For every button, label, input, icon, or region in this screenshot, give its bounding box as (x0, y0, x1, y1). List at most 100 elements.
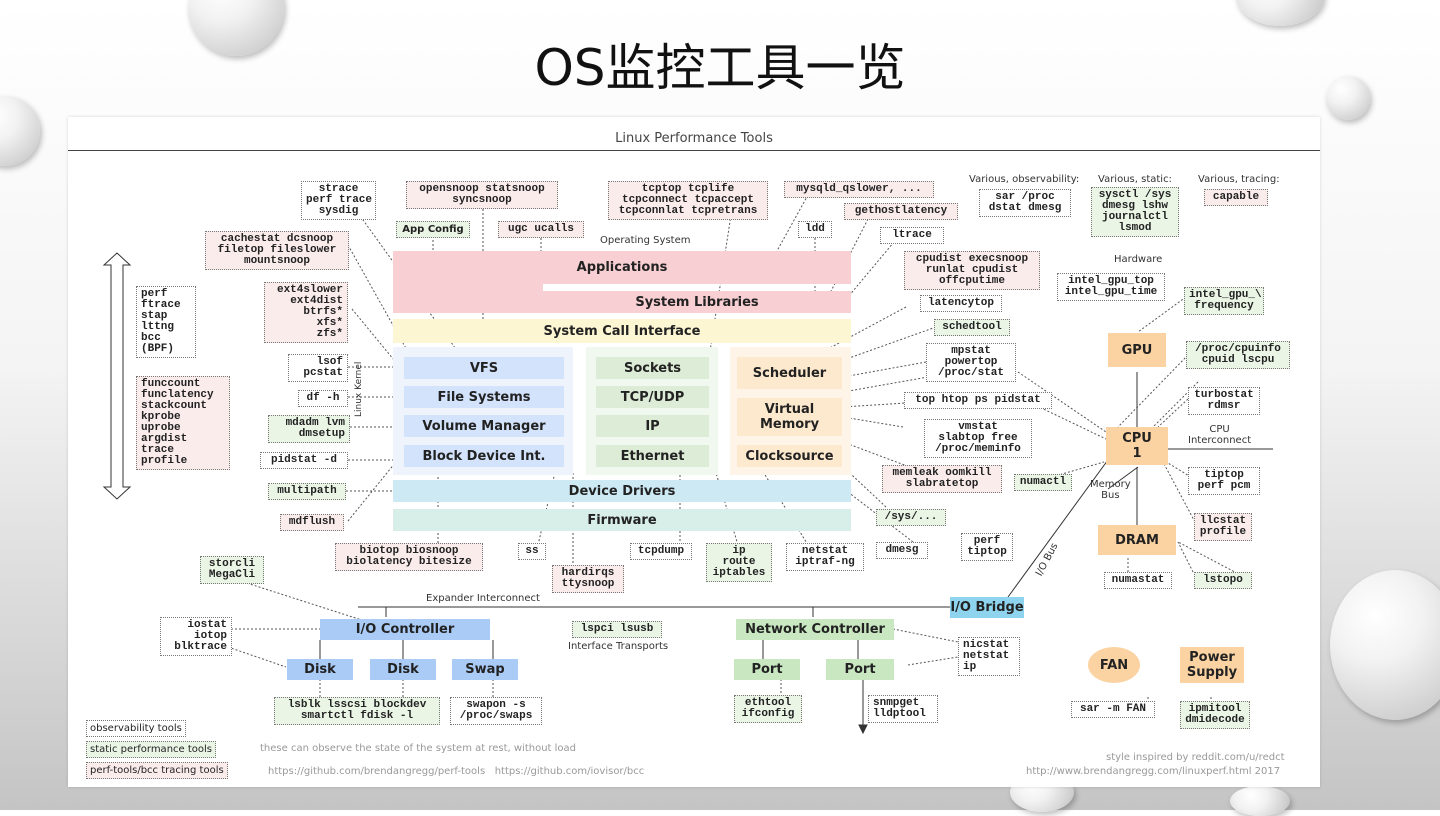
tool-label: opensnoop statsnoop syncsnoop (406, 181, 558, 209)
cpu-interconnect-label: CPU Interconnect (1188, 424, 1252, 446)
disk-block: Disk (370, 659, 436, 680)
port-block: Port (734, 659, 800, 680)
tool-label: cpudist execsnoop runlat cpudist offcput… (904, 251, 1040, 290)
clocksource-block: Clocksource (737, 445, 842, 467)
power-supply-block: Power Supply (1180, 647, 1244, 683)
tool-label: ldd (798, 221, 832, 238)
tool-label: ipmitool dmidecode (1180, 701, 1250, 729)
sockets-block: Sockets (596, 357, 709, 379)
scheduler-block: Scheduler (737, 357, 842, 389)
cpu-block: CPU 1 (1106, 427, 1168, 465)
tool-label: schedtool (934, 319, 1010, 336)
decorative-drop (0, 96, 40, 166)
tool-label: hardirqs ttysnoop (552, 565, 624, 593)
tool-label: dmesg (876, 542, 928, 559)
decorative-drop (1236, 0, 1324, 26)
tcp-udp-block: TCP/UDP (596, 386, 709, 408)
expander-interconnect-label: Expander Interconnect (426, 593, 540, 604)
tool-label: perf ftrace stap lttng bcc (BPF) (136, 286, 196, 358)
tool-label: top htop ps pidstat (904, 392, 1052, 409)
tool-label: numastat (1104, 572, 1172, 589)
tool-label: lstopo (1194, 572, 1252, 589)
interface-transports-label: Interface Transports (568, 641, 669, 652)
tool-label: ext4slower ext4dist btrfs* xfs* zfs* (264, 282, 348, 343)
dram-block: DRAM (1098, 525, 1176, 555)
tool-label: lsof pcstat (288, 354, 348, 382)
tool-label: sar /proc dstat dmesg (979, 189, 1071, 217)
tool-label: lsblk lsscsi blockdev smartctl fdisk -l (274, 697, 440, 725)
tool-label: perf tiptop (961, 533, 1013, 561)
tool-label: cachestat dcsnoop filetop fileslower mou… (205, 231, 349, 270)
tool-label: multipath (268, 483, 346, 500)
ethernet-block: Ethernet (596, 445, 709, 467)
tool-label: ltrace (880, 227, 944, 244)
linux-performance-diagram: Linux Performance Tools (68, 117, 1320, 787)
hardware-heading: Hardware (1114, 254, 1163, 265)
title-rule (68, 150, 1320, 151)
tool-label: gethostlatency (844, 203, 958, 220)
footer-url: http://www.brendangregg.com/linuxperf.ht… (1026, 766, 1281, 777)
various-static-heading: Various, static: (1098, 174, 1172, 185)
applications-block: Applications (393, 251, 851, 284)
diagram-title: Linux Performance Tools (615, 131, 773, 146)
device-drivers-block: Device Drivers (393, 480, 851, 502)
firmware-block: Firmware (393, 509, 851, 531)
gpu-block: GPU (1108, 333, 1166, 367)
tool-label: mpstat powertop /proc/stat (926, 343, 1016, 382)
tool-label: intel_gpu_\ frequency (1184, 287, 1264, 315)
footer-links: https://github.com/brendangregg/perf-too… (268, 766, 645, 777)
ip-block: IP (596, 415, 709, 437)
volume-manager-block: Volume Manager (404, 415, 564, 437)
tool-label: llcstat profile (1194, 513, 1252, 541)
tool-label: latencytop (920, 295, 1002, 312)
linux-kernel-label: Linux Kernel (354, 361, 364, 417)
tool-label: lspci lsusb (572, 621, 662, 638)
swap-block: Swap (452, 659, 518, 680)
system-libraries-block: System Libraries (543, 291, 851, 313)
slide-title: OS监控工具一览 (534, 39, 906, 97)
virtual-memory-block: Virtual Memory (737, 398, 842, 436)
tool-label: strace perf trace sysdig (301, 181, 376, 220)
decorative-drop (1230, 786, 1290, 816)
memory-bus-label: Memory Bus (1090, 479, 1131, 501)
tool-label: sar -m FAN (1071, 701, 1155, 718)
legend-observability: observability tools (86, 720, 186, 737)
system-call-interface-block: System Call Interface (393, 319, 851, 343)
io-controller-block: I/O Controller (320, 619, 490, 640)
fan-block: FAN (1088, 647, 1140, 683)
file-systems-block: File Systems (404, 386, 564, 408)
tool-label: biotop biosnoop biolatency bitesize (335, 543, 483, 571)
tool-label: memleak oomkill slabratetop (882, 465, 1002, 493)
tool-label: App Config (396, 221, 470, 238)
tool-label: tcpdump (630, 543, 692, 560)
tool-label: /sys/... (876, 509, 946, 526)
tool-label: intel_gpu_top intel_gpu_time (1057, 273, 1165, 301)
port-block: Port (826, 659, 894, 680)
tool-label: storcli MegaCli (200, 556, 264, 584)
tool-label: ethtool ifconfig (734, 695, 802, 723)
legend-static: static performance tools (86, 741, 217, 758)
tool-label: tiptop perf pcm (1188, 467, 1260, 495)
tool-label: ip route iptables (706, 543, 772, 582)
decorative-drop (1326, 76, 1370, 120)
decorative-drop (1330, 570, 1440, 720)
tool-label: tcptop tcplife tcpconnect tcpaccept tcpc… (608, 181, 768, 220)
tool-label: pidstat -d (260, 452, 348, 469)
various-observability-heading: Various, observability: (969, 174, 1080, 185)
disk-block: Disk (287, 659, 353, 680)
tool-label: mdadm lvm dmsetup (268, 415, 350, 443)
tool-label: sysctl /sys dmesg lshw journalctl lsmod (1091, 187, 1179, 237)
operating-system-heading: Operating System (600, 235, 691, 246)
tool-label: numactl (1014, 474, 1072, 491)
io-bridge-block: I/O Bridge (950, 597, 1024, 618)
tool-label: snmpget lldptool (868, 695, 938, 723)
tool-label: funccount funclatency stackcount kprobe … (136, 376, 230, 470)
applications-block-tail (393, 284, 543, 313)
tool-label: swapon -s /proc/swaps (450, 697, 542, 725)
legend-tracing: perf-tools/bcc tracing tools (86, 762, 228, 779)
tool-label: iostat iotop blktrace (160, 617, 232, 656)
block-device-interface-block: Block Device Int. (404, 445, 564, 467)
tool-label: capable (1204, 189, 1268, 206)
tool-label: ugc ucalls (498, 221, 584, 238)
tool-label: /proc/cpuinfo cpuid lscpu (1186, 341, 1290, 369)
